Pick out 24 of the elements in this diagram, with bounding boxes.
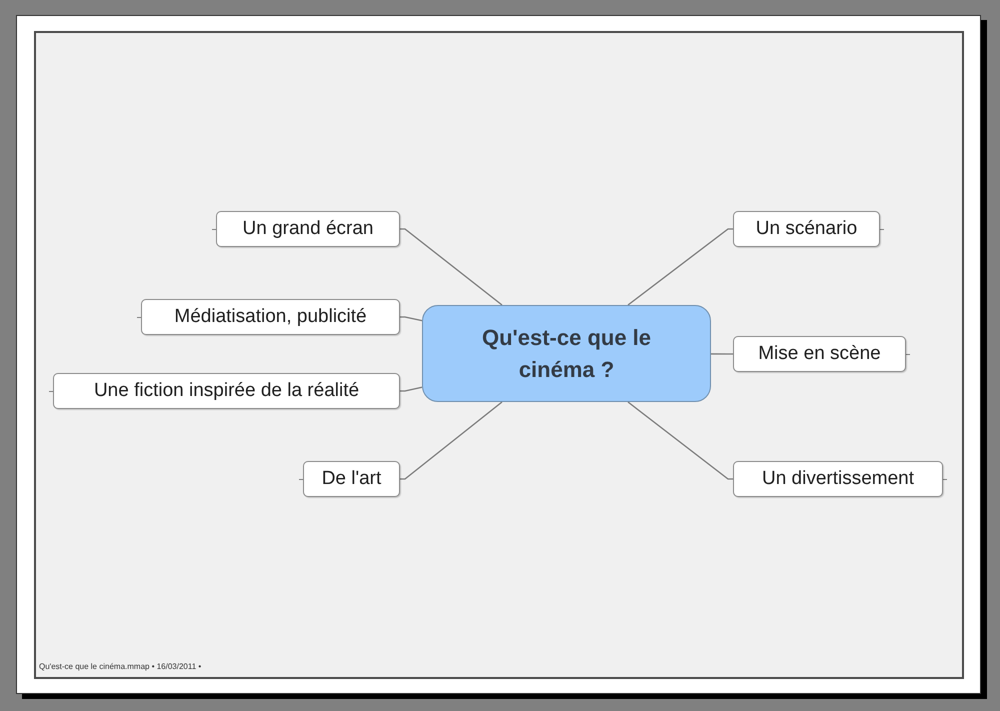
topic-box <box>303 461 400 497</box>
topic-box <box>53 373 400 409</box>
footer-note: Qu'est-ce que le cinéma.mmap • 16/03/2011 • <box>39 662 202 672</box>
topic-text: Un grand écran <box>242 218 374 240</box>
topic-text: Un divertissement <box>760 468 916 490</box>
central-topic-text: Qu'est-ce que le cinéma ? <box>480 324 652 384</box>
topic-text: Un scénario <box>754 218 858 240</box>
topic-box <box>733 461 943 497</box>
connector-line <box>400 316 422 322</box>
topic-text: Mise en scène <box>757 343 882 365</box>
topic-text: Une fiction inspirée de la réalité <box>92 380 360 402</box>
connector-line <box>400 228 502 306</box>
connector-line <box>400 386 422 392</box>
topic-box <box>733 211 880 247</box>
connector-line <box>628 401 733 480</box>
topic-text: Médiatisation, publicité <box>173 306 368 328</box>
topic-box <box>141 299 400 335</box>
central-topic-box <box>422 305 711 402</box>
connector-line <box>711 353 733 355</box>
topic-box <box>216 211 400 247</box>
topic-text: De l'art <box>320 468 382 490</box>
connector-line <box>628 228 733 306</box>
connector-line <box>400 402 502 480</box>
topic-box <box>733 336 906 372</box>
